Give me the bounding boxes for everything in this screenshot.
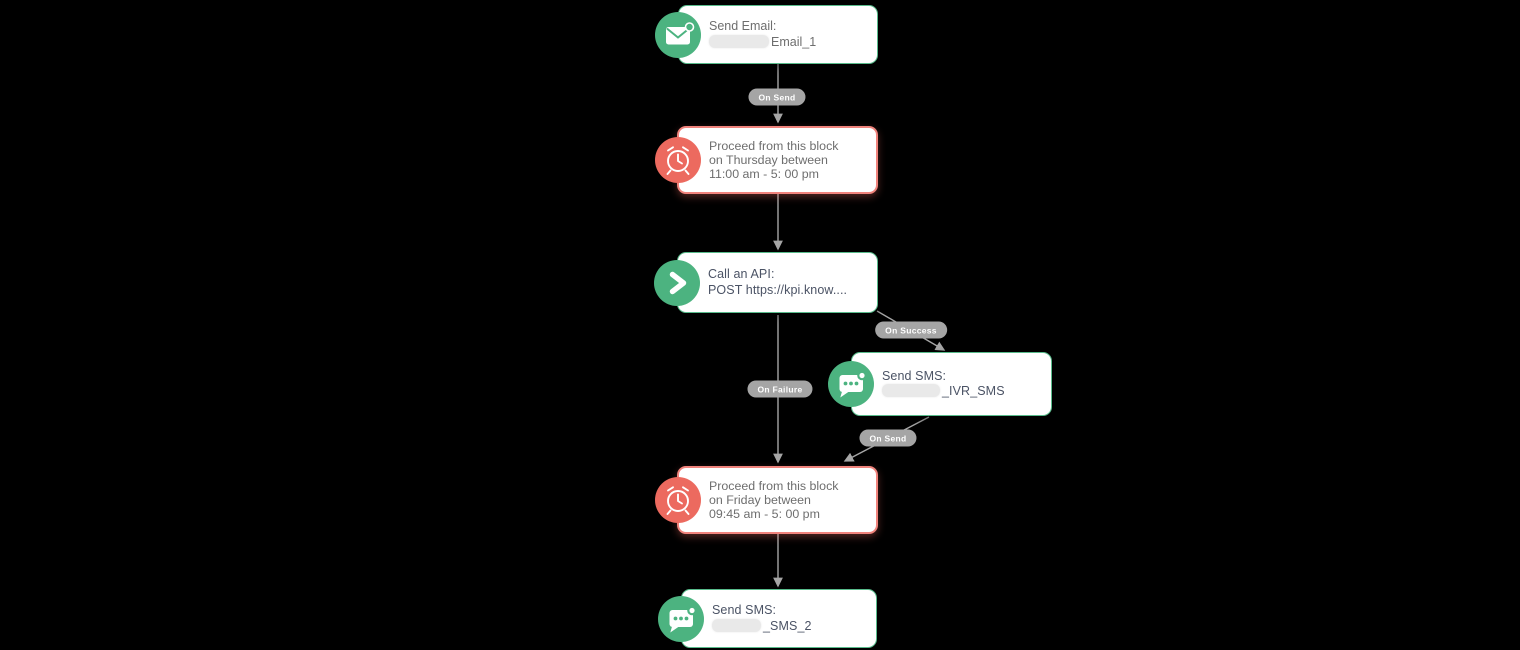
- node-call-api[interactable]: Call an API: POST https://kpi.know....: [654, 252, 878, 313]
- node-send-sms-2[interactable]: Send SMS: _SMS_2: [658, 589, 877, 648]
- wait-line: on Friday between: [709, 492, 811, 507]
- node-value-line: _SMS_2: [712, 618, 876, 635]
- node-value: _IVR_SMS: [942, 384, 1005, 398]
- node-wait-friday[interactable]: Proceed from this block on Friday betwee…: [655, 466, 878, 534]
- node-value: _SMS_2: [763, 618, 812, 633]
- edge-label-on-success: On Success: [875, 321, 947, 339]
- node-title: Call an API:: [708, 267, 775, 281]
- wait-line: on Thursday between: [709, 152, 828, 167]
- node-title: Send SMS:: [882, 368, 947, 383]
- wait-line: 11:00 am - 5: 00 pm: [709, 167, 819, 182]
- wait-line: 09:45 am - 5: 00 pm: [709, 507, 820, 522]
- node-send-sms-ivr[interactable]: Send SMS: _IVR_SMS: [828, 352, 1052, 416]
- node-title: Send SMS:: [712, 603, 777, 617]
- edge-label-on-send: On Send: [859, 429, 917, 447]
- node-title: Send Email:: [709, 19, 777, 33]
- redacted-text: [709, 34, 769, 48]
- node-value: POST https://kpi.know....: [708, 282, 848, 297]
- redacted-text: [882, 384, 940, 397]
- node-value-line: Email_1: [709, 34, 877, 51]
- node-send-email[interactable]: Send Email: Email_1: [655, 5, 878, 64]
- edge-label-on-send: On Send: [748, 88, 806, 106]
- node-value: Email_1: [771, 34, 817, 49]
- node-wait-thursday[interactable]: Proceed from this block on Thursday betw…: [655, 126, 878, 194]
- redacted-text: [712, 618, 761, 632]
- wait-line: Proceed from this block: [709, 478, 839, 493]
- edge-label-on-failure: On Failure: [747, 380, 813, 398]
- wait-line: Proceed from this block: [709, 138, 839, 153]
- node-value-line: _IVR_SMS: [882, 384, 1051, 400]
